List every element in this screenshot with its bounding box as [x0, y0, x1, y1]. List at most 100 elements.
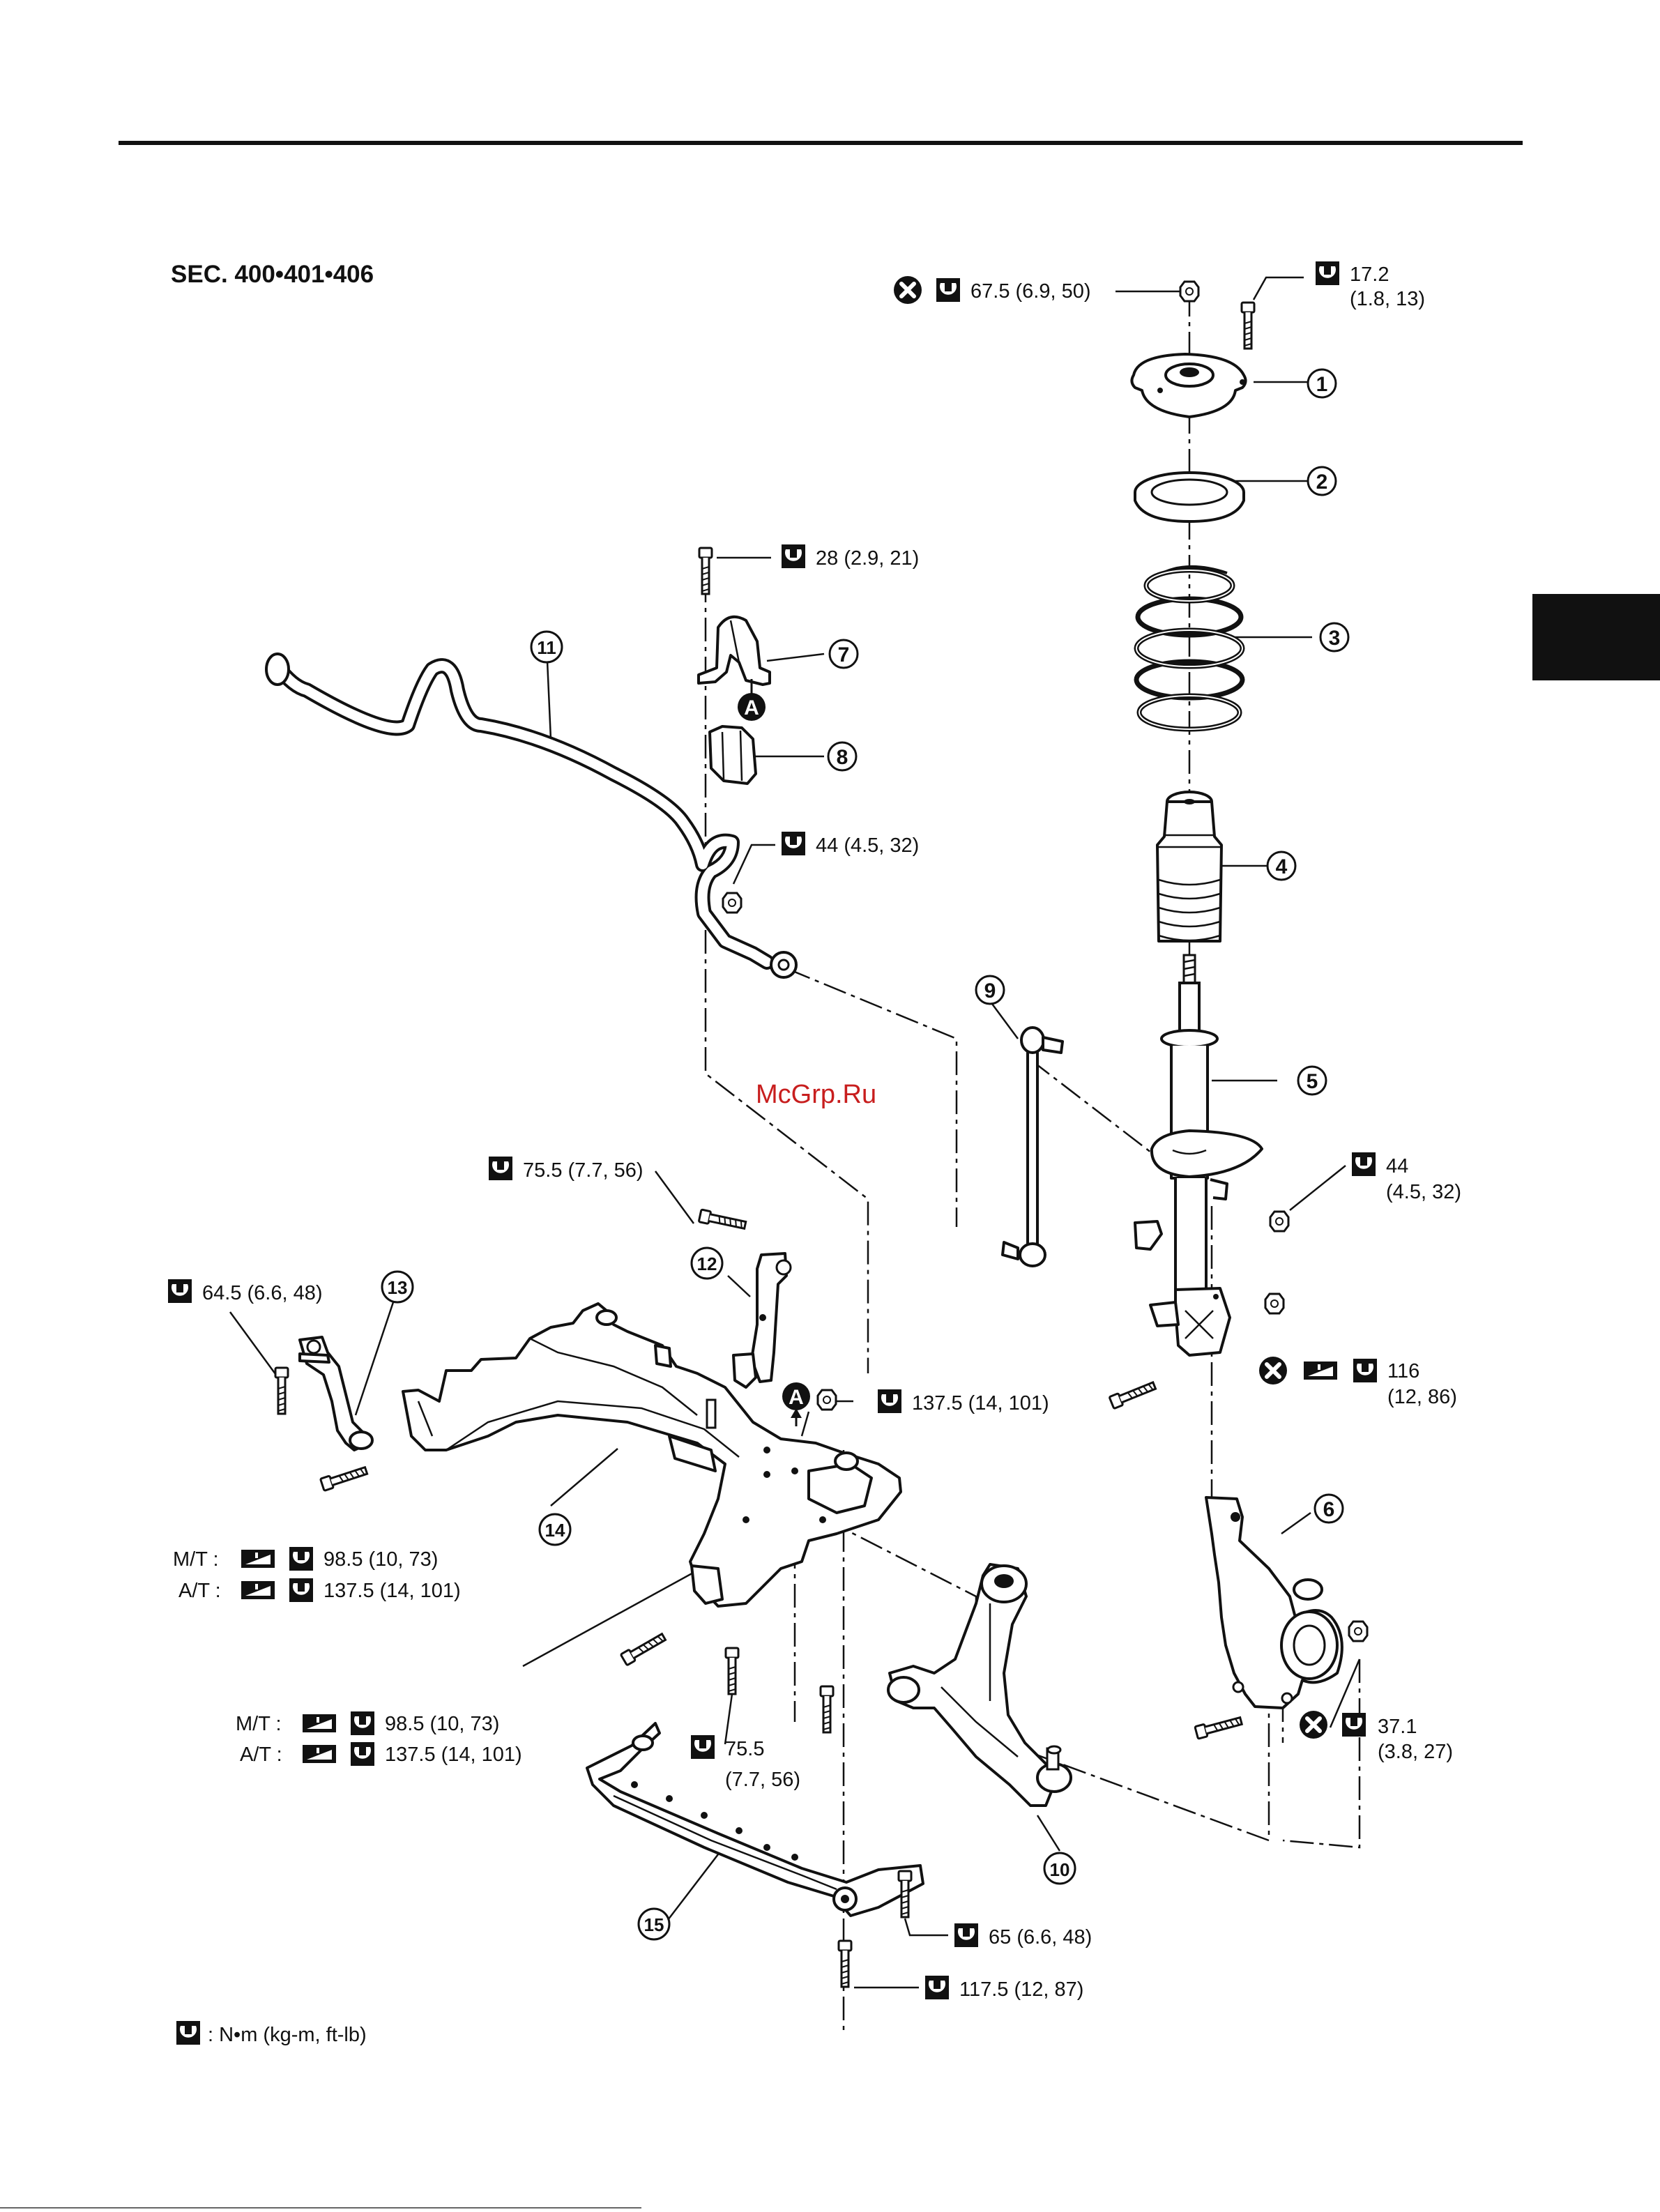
svg-text:9: 9 — [984, 979, 996, 1002]
torque-spec-stay-rear-bolt: 117.5 (12, 87) — [925, 1976, 1083, 2001]
torque-spec-stay-bolt: 65 (6.6, 48) — [954, 1923, 1092, 1948]
svg-text:15: 15 — [644, 1914, 664, 1935]
member-stay — [586, 1722, 924, 1988]
torque-spec-ball-joint-nut: 37.1 (3.8, 27) — [1300, 1711, 1453, 1763]
svg-text:A: A — [744, 696, 759, 719]
torque-wrench-icon — [1316, 261, 1339, 285]
front-suspension-member — [319, 1302, 902, 1734]
torque-spec-member-nut: 137.5 (14, 101) — [878, 1389, 1049, 1414]
svg-text:44 (4.5, 32): 44 (4.5, 32) — [816, 834, 919, 857]
torque-spec-mount-bolt: 17.2 (1.8, 13) — [1316, 261, 1425, 310]
torque-spec-strut-link-nut: 44 (4.5, 32) — [1352, 1152, 1461, 1203]
torque-wrench-icon — [176, 2021, 200, 2045]
torque-wrench-icon — [878, 1389, 901, 1413]
svg-text:98.5 (10, 73): 98.5 (10, 73) — [323, 1548, 438, 1571]
svg-text:A: A — [789, 1386, 804, 1409]
do-not-reuse-icon — [1300, 1711, 1327, 1739]
stabilizer-bar — [265, 653, 798, 979]
svg-text:3: 3 — [1329, 627, 1341, 650]
reference-marker-a: A — [738, 693, 766, 721]
torque-wrench-icon — [782, 544, 805, 568]
torque-spec-stabilizer-nut: 44 (4.5, 32) — [782, 832, 919, 857]
do-not-reuse-icon — [1259, 1357, 1287, 1385]
reference-marker-a: A — [782, 1382, 810, 1410]
svg-text:64.5 (6.6, 48): 64.5 (6.6, 48) — [202, 1282, 323, 1304]
svg-text:5: 5 — [1307, 1070, 1318, 1093]
callout-1: 1 — [1307, 368, 1337, 399]
svg-text:7: 7 — [838, 643, 850, 666]
svg-text:(12, 86): (12, 86) — [1387, 1386, 1457, 1408]
torque-wrench-icon — [1353, 1359, 1377, 1382]
torque-wrench-icon — [168, 1279, 192, 1303]
torque-wrench-icon — [351, 1711, 374, 1735]
callout-12: 12 — [690, 1246, 724, 1280]
callout-15: 15 — [637, 1907, 671, 1941]
torque-spec-brace-bolt: 64.5 (6.6, 48) — [168, 1279, 323, 1304]
svg-text:75.5 (7.7, 56): 75.5 (7.7, 56) — [523, 1159, 644, 1182]
torque-spec-strut-nut: 67.5 (6.9, 50) — [894, 276, 1091, 304]
strut-mounting-insulator — [1130, 280, 1256, 418]
torque-wrench-icon — [782, 832, 805, 855]
torque-wrench-icon — [289, 1547, 313, 1571]
torque-spec-member-front-bolt: M/T : 98.5 (10, 73) A/T : 137.5 (14, 101… — [173, 1547, 461, 1602]
svg-text:17.2: 17.2 — [1350, 264, 1389, 286]
torque-spec-link-bracket-bolt: 75.5 (7.7, 56) — [489, 1157, 644, 1182]
bound-bumper — [1156, 791, 1223, 943]
callout-10: 10 — [1043, 1852, 1076, 1885]
torque-unit-legend: : N•m (kg-m, ft-lb) — [176, 2021, 367, 2046]
svg-text:116: 116 — [1387, 1360, 1419, 1382]
torque-wrench-icon — [1352, 1152, 1376, 1176]
upper-spring-seat — [1134, 471, 1245, 523]
torque-wrench-icon — [691, 1735, 715, 1759]
svg-text:8: 8 — [837, 746, 848, 769]
page-footer-rule — [0, 2207, 641, 2209]
svg-text:11: 11 — [537, 637, 556, 658]
section-code: SEC. 400•401•406 — [171, 261, 374, 288]
callout-3: 3 — [1319, 622, 1350, 653]
tightening-step-icon — [1304, 1361, 1337, 1380]
torque-wrench-icon — [289, 1578, 313, 1602]
svg-text:(7.7, 56): (7.7, 56) — [725, 1769, 800, 1791]
svg-text:10: 10 — [1050, 1859, 1070, 1880]
torque-wrench-icon — [351, 1742, 374, 1766]
watermark-text: McGrp.Ru — [756, 1080, 876, 1109]
torque-wrench-icon — [925, 1976, 949, 1999]
tightening-step-icon — [303, 1714, 336, 1732]
callout-11: 11 — [530, 630, 563, 664]
coil-spring — [1134, 565, 1245, 732]
callout-2: 2 — [1307, 466, 1337, 496]
svg-text:4: 4 — [1276, 855, 1288, 878]
svg-text:(3.8, 27): (3.8, 27) — [1378, 1741, 1453, 1763]
callout-7: 7 — [828, 639, 859, 669]
torque-spec-transverse-link-mount: 75.5 (7.7, 56) — [691, 1735, 800, 1791]
torque-spec-knuckle-bolt: 116 (12, 86) — [1259, 1357, 1457, 1408]
svg-text:75.5: 75.5 — [725, 1738, 764, 1760]
svg-text:65 (6.6, 48): 65 (6.6, 48) — [989, 1926, 1092, 1948]
tightening-step-icon — [241, 1581, 275, 1599]
svg-text:28 (2.9, 21): 28 (2.9, 21) — [816, 547, 919, 570]
callout-6: 6 — [1313, 1493, 1344, 1524]
callout-9: 9 — [975, 975, 1005, 1005]
svg-text:6: 6 — [1323, 1498, 1335, 1521]
svg-text:137.5 (14, 101): 137.5 (14, 101) — [912, 1392, 1049, 1414]
callout-5: 5 — [1297, 1065, 1327, 1096]
stabilizer-link-bracket — [697, 1208, 792, 1389]
tightening-step-icon — [241, 1550, 275, 1568]
svg-text:44: 44 — [1386, 1155, 1408, 1177]
torque-wrench-icon — [954, 1923, 978, 1947]
svg-text:12: 12 — [697, 1253, 717, 1274]
do-not-reuse-icon — [894, 276, 922, 304]
svg-text:A/T :: A/T : — [240, 1744, 282, 1766]
svg-text:37.1: 37.1 — [1378, 1716, 1417, 1738]
section-index-tab — [1532, 594, 1660, 680]
callout-13: 13 — [381, 1270, 414, 1304]
strut-assembly — [1108, 954, 1290, 1410]
stabilizer-bushing — [708, 725, 757, 785]
svg-text:(1.8, 13): (1.8, 13) — [1350, 288, 1425, 310]
torque-wrench-icon — [1342, 1713, 1366, 1737]
svg-text:14: 14 — [545, 1520, 565, 1541]
torque-wrench-icon — [489, 1157, 512, 1180]
member-front-brace — [274, 1336, 420, 1451]
callout-14: 14 — [538, 1513, 572, 1546]
svg-text:(4.5, 32): (4.5, 32) — [1386, 1181, 1461, 1203]
